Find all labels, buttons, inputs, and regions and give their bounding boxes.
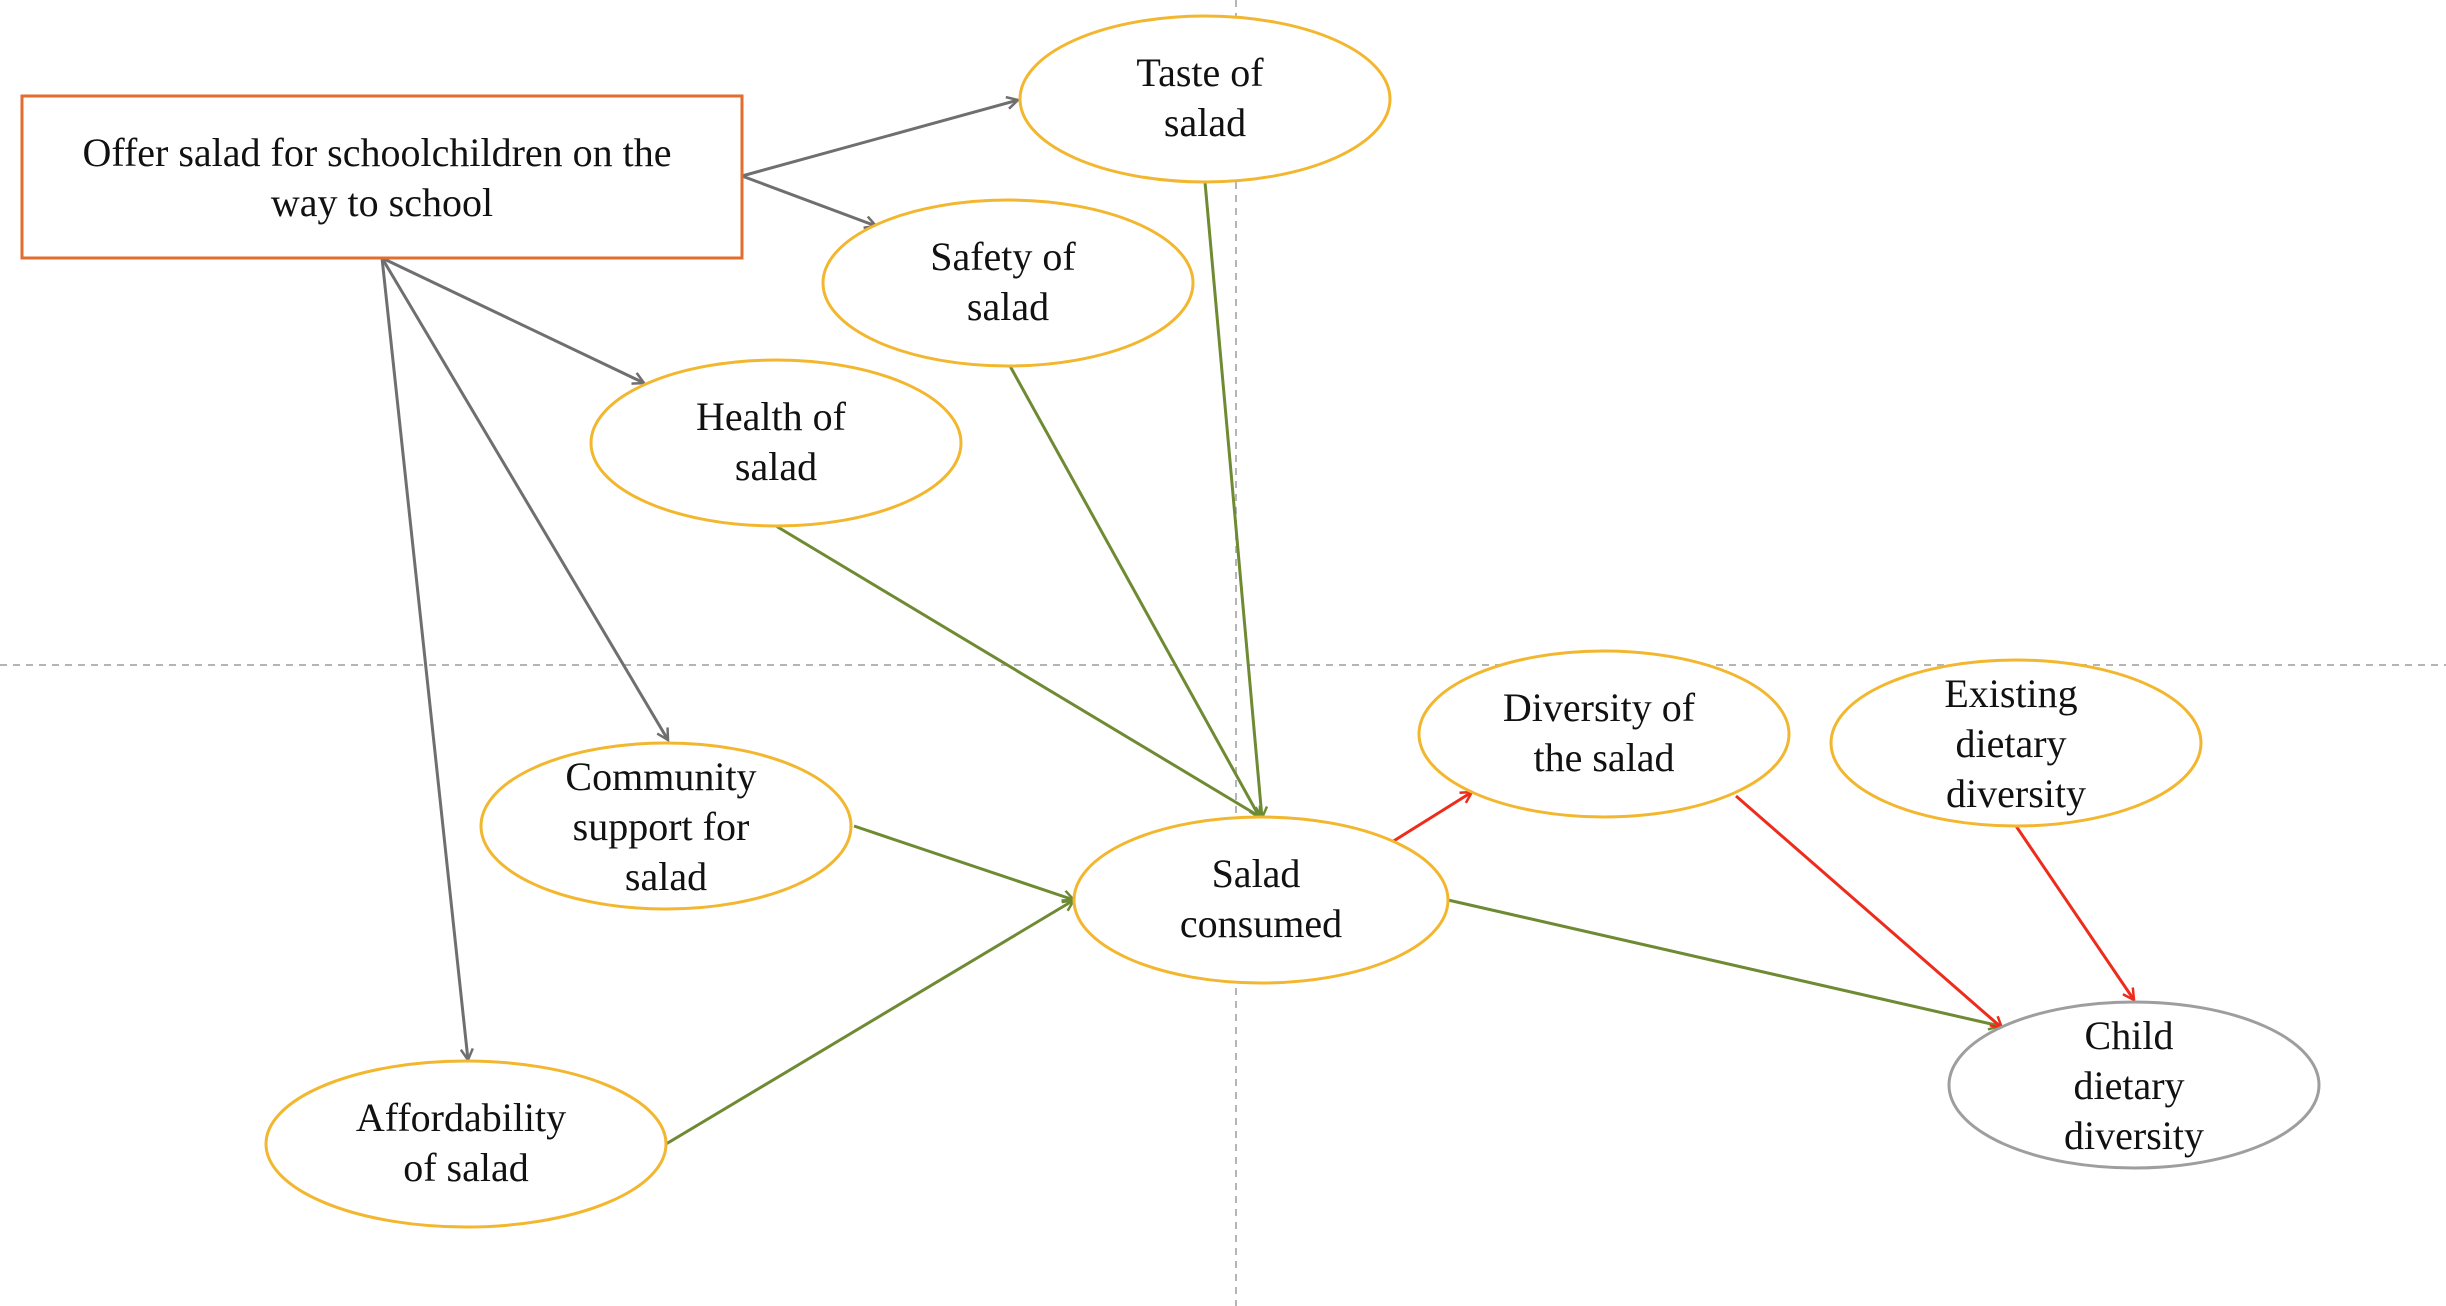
svg-text:Safety of salad: Safety of salad bbox=[930, 234, 1086, 329]
node-affordability: Affordability of salad bbox=[264, 1059, 668, 1229]
node-safety-line-1: Safety of bbox=[930, 234, 1076, 279]
node-child-line-3: diversity bbox=[2064, 1113, 2204, 1158]
arrow-consumed-to-child bbox=[1447, 898, 2000, 1026]
node-existing-line-3: diversity bbox=[1946, 771, 2086, 816]
arrow-taste-to-consumed bbox=[1203, 181, 1262, 818]
arrow-diversity-to-child bbox=[1735, 794, 2002, 1028]
svg-text:Community support for: Community support for salad bbox=[565, 754, 766, 899]
svg-text:Existing dietary d: Existing dietary diversity bbox=[1944, 671, 2087, 816]
node-consumed-ellipse bbox=[1072, 815, 1450, 985]
arrow-existing-to-child bbox=[2014, 825, 2134, 1000]
arrow-consumed-to-diversity bbox=[1391, 792, 1472, 844]
arrow-safety-to-consumed bbox=[1008, 365, 1262, 818]
node-taste-ellipse bbox=[1018, 14, 1392, 184]
node-health-line-1: Health of bbox=[696, 394, 847, 439]
node-offer-box bbox=[20, 94, 744, 260]
arrow-offer-to-health bbox=[381, 256, 644, 383]
arrow-offer-to-community bbox=[380, 257, 668, 740]
node-affordability-line-2: of salad bbox=[403, 1145, 529, 1190]
arrow-health-to-consumed bbox=[775, 524, 1262, 818]
node-diversity-line-1: Diversity of bbox=[1503, 685, 1696, 730]
node-safety-line-2: salad bbox=[967, 284, 1049, 329]
node-child-ellipse bbox=[1947, 1000, 2321, 1170]
arrow-community-to-consumed bbox=[853, 824, 1074, 900]
node-community-line-1: Community bbox=[565, 754, 756, 799]
node-diversity: Diversity of the salad bbox=[1417, 649, 1791, 819]
node-child: Child dietary diversity bbox=[1947, 1000, 2321, 1170]
node-taste: Taste of salad bbox=[1018, 14, 1392, 184]
svg-text:Salad consumed: Salad consumed bbox=[1180, 851, 1342, 946]
node-community-ellipse bbox=[479, 741, 853, 911]
node-safety: Safety of salad bbox=[821, 198, 1195, 368]
svg-text:Health of salad: Health of salad bbox=[696, 394, 856, 489]
node-health-line-2: salad bbox=[735, 444, 817, 489]
node-taste-line-1: Taste of bbox=[1136, 50, 1264, 95]
node-offer-line-1: Offer salad for schoolchildren on the bbox=[82, 130, 671, 175]
node-offer-line-2: way to school bbox=[271, 180, 493, 225]
svg-text:Child dietary dive: Child dietary diversity bbox=[2064, 1013, 2204, 1158]
node-consumed-line-1: Salad bbox=[1212, 851, 1301, 896]
node-safety-ellipse bbox=[821, 198, 1195, 368]
node-existing-ellipse bbox=[1829, 658, 2203, 828]
node-existing-line-2: dietary bbox=[1955, 721, 2066, 766]
svg-text:Offer salad for schoolchildren: Offer salad for schoolchildren on the wa… bbox=[82, 130, 681, 225]
node-affordability-ellipse bbox=[264, 1059, 668, 1229]
node-salad-consumed: Salad consumed bbox=[1072, 815, 1450, 985]
node-health: Health of salad bbox=[589, 358, 963, 528]
arrow-affordability-to-consumed bbox=[665, 900, 1074, 1146]
node-existing-line-1: Existing bbox=[1944, 671, 2077, 716]
svg-text:Taste of salad: Taste of salad bbox=[1136, 50, 1273, 145]
node-child-line-1: Child bbox=[2085, 1013, 2174, 1058]
node-existing: Existing dietary diversity bbox=[1829, 658, 2203, 828]
svg-text:Diversity of the salad: Diversity of the salad bbox=[1503, 685, 1705, 780]
node-diversity-line-2: the salad bbox=[1533, 735, 1674, 780]
node-offer-salad: Offer salad for schoolchildren on the wa… bbox=[20, 94, 744, 260]
node-child-line-2: dietary bbox=[2073, 1063, 2184, 1108]
node-diversity-ellipse bbox=[1417, 649, 1791, 819]
node-consumed-line-2: consumed bbox=[1180, 901, 1342, 946]
node-community-line-2: support for bbox=[573, 804, 750, 849]
node-taste-line-2: salad bbox=[1164, 100, 1246, 145]
node-community-line-3: salad bbox=[625, 854, 707, 899]
svg-text:Affordability of salad: Affordability of salad bbox=[356, 1095, 576, 1190]
arrow-offer-to-affordability bbox=[380, 257, 468, 1060]
node-community: Community support for salad bbox=[479, 741, 853, 911]
arrow-offer-to-safety bbox=[741, 174, 876, 226]
node-affordability-line-1: Affordability bbox=[356, 1095, 566, 1140]
arrow-offer-to-taste bbox=[741, 100, 1018, 178]
node-health-ellipse bbox=[589, 358, 963, 528]
